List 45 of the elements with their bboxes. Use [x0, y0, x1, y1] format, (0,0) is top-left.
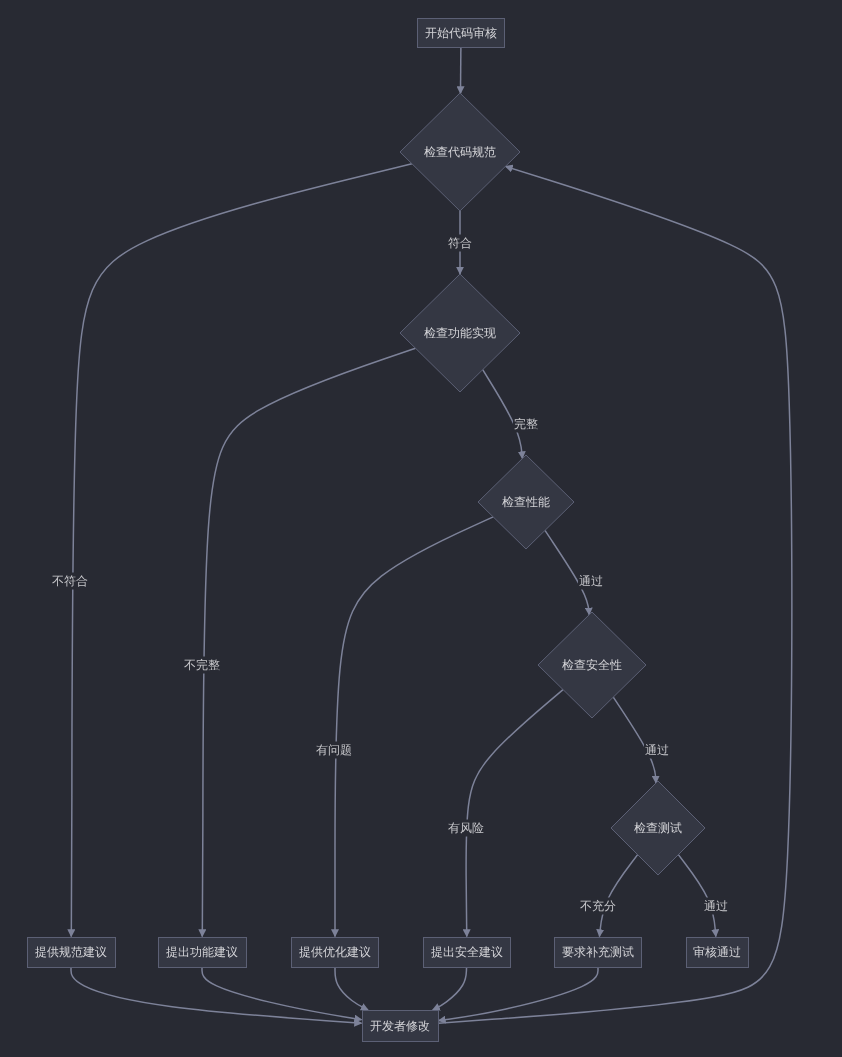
node-label: 提供优化建议 — [299, 943, 371, 961]
arrow — [481, 368, 526, 460]
node-label: 检查安全性 — [562, 656, 622, 674]
edge-label: 有问题 — [315, 741, 353, 759]
arrow — [612, 696, 660, 784]
node-label: 检查功能实现 — [424, 324, 496, 342]
process-box — [554, 936, 642, 968]
process-box — [291, 936, 379, 968]
arrow — [331, 516, 494, 938]
arrow — [198, 347, 417, 938]
node-label: 检查测试 — [634, 819, 682, 837]
arrow — [462, 688, 564, 938]
process-box — [685, 936, 749, 968]
node-label: 检查代码规范 — [424, 143, 496, 161]
process-box — [423, 936, 511, 968]
edge-label: 不符合 — [51, 572, 89, 590]
edge-label: 通过 — [703, 897, 729, 915]
arrow — [544, 529, 593, 616]
arrow — [70, 966, 363, 1027]
arrow — [437, 164, 793, 1024]
node-label: 检查性能 — [502, 493, 550, 511]
node-label: 提出安全建议 — [431, 943, 503, 961]
edge-label: 符合 — [447, 234, 473, 252]
arrow — [437, 966, 599, 1024]
arrow — [432, 966, 468, 1011]
edge-label: 完整 — [513, 415, 539, 433]
node-label: 开始代码审核 — [425, 24, 497, 42]
arrow — [334, 966, 369, 1011]
edge-label: 不完整 — [183, 656, 221, 674]
node-label: 要求补充测试 — [562, 943, 634, 961]
process-box — [26, 936, 116, 968]
node-label: 提供规范建议 — [35, 943, 107, 961]
edge-label: 通过 — [578, 572, 604, 590]
edge-label: 通过 — [644, 741, 670, 759]
node-label: 提出功能建议 — [166, 943, 238, 961]
arrow — [201, 966, 363, 1023]
arrow — [67, 163, 413, 938]
process-box — [157, 936, 247, 968]
node-label: 开发者修改 — [370, 1017, 430, 1035]
arrow — [456, 47, 465, 95]
node-label: 审核通过 — [693, 943, 741, 961]
edge-label: 有风险 — [447, 819, 485, 837]
process-box — [361, 1010, 439, 1042]
edge-label: 不充分 — [579, 897, 617, 915]
process-box — [417, 18, 505, 48]
